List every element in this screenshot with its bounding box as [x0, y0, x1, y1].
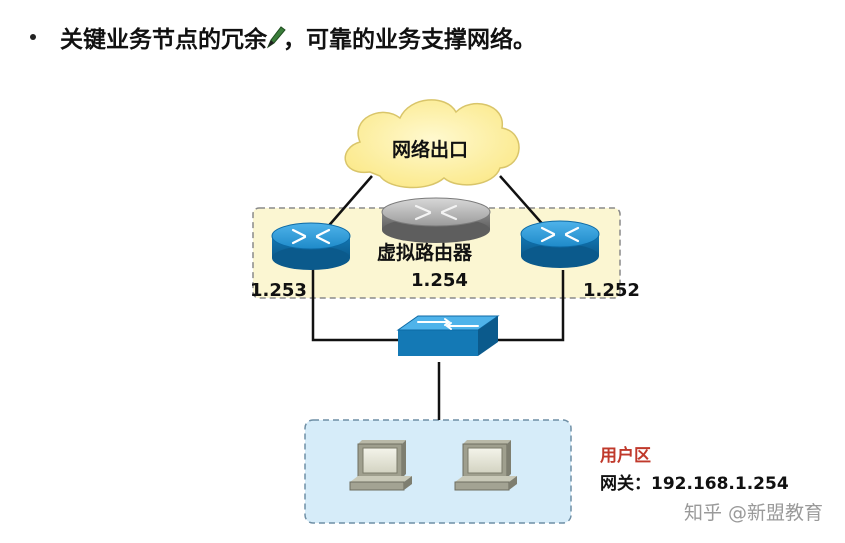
link-cloud-left-router: [324, 175, 373, 231]
bullet-point: [30, 34, 36, 40]
heading-text-part2: ，可靠的业务支撑网络。: [283, 27, 536, 53]
link-right-router-switch: [478, 270, 565, 342]
heading-text-part1: 关键业务节点的冗余: [60, 27, 267, 53]
link-left-router-switch: [311, 268, 398, 342]
cloud-label: 网络出口: [392, 139, 469, 161]
computer-icon-right: [454, 440, 517, 491]
switch-icon: [396, 315, 500, 356]
link-cloud-right-router: [499, 175, 547, 229]
virtual-router-icon: [381, 197, 491, 243]
cloud-icon: [344, 99, 520, 189]
user-area-label: 用户区: [600, 446, 651, 466]
user-area-box: [304, 419, 572, 524]
pen-icon: [265, 24, 287, 50]
virtual-router-label: 虚拟路由器: [377, 242, 473, 264]
heading: 关键业务节点的冗余 ，可靠的业务支撑网络。: [30, 20, 536, 54]
right-router-ip: 1.252: [583, 280, 640, 301]
router-icon-left: [271, 222, 351, 270]
watermark: 知乎 @新盟教育: [683, 502, 823, 524]
router-icon-right: [520, 220, 600, 268]
gateway-label: 网关：192.168.1.254: [600, 474, 789, 494]
computer-icon-left: [349, 440, 412, 491]
virtual-router-ip: 1.254: [411, 270, 468, 291]
left-router-ip: 1.253: [250, 280, 307, 301]
